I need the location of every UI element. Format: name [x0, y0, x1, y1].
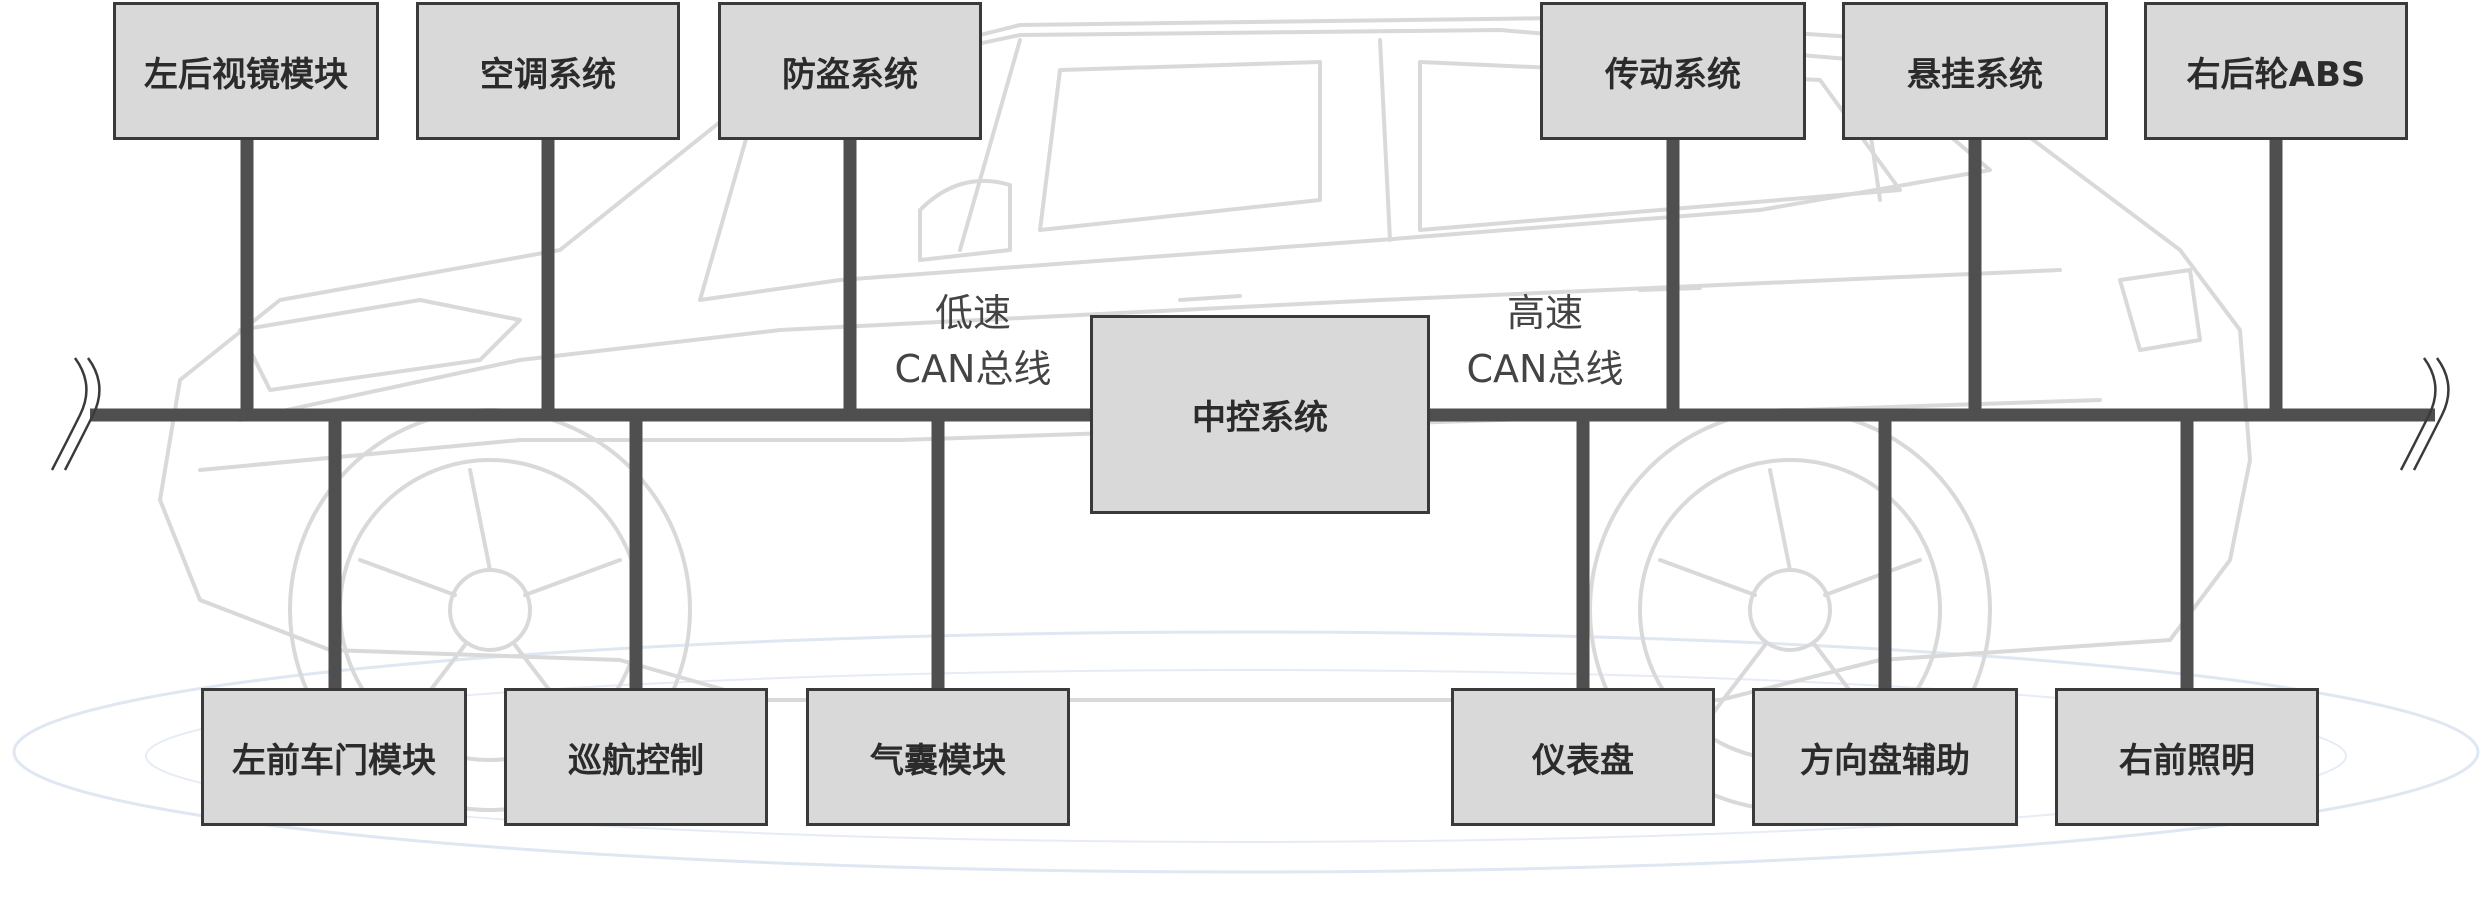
high-speed-label-line1: 高速 — [1506, 291, 1583, 335]
module-suspension: 悬挂系统 — [1842, 2, 2108, 140]
module-air-conditioning: 空调系统 — [416, 2, 680, 140]
low-speed-can-bus-label: 低速 CAN总线 — [868, 285, 1078, 397]
module-cruise-control: 巡航控制 — [504, 688, 768, 826]
module-steering-assist: 方向盘辅助 — [1752, 688, 2018, 826]
module-left-front-door: 左前车门模块 — [201, 688, 467, 826]
module-right-rear-abs: 右后轮ABS — [2144, 2, 2408, 140]
module-transmission: 传动系统 — [1540, 2, 1806, 140]
module-left-rear-mirror: 左后视镜模块 — [113, 2, 379, 140]
low-speed-label-line1: 低速 — [934, 291, 1011, 335]
bus-break-mark-left — [50, 357, 101, 471]
bus-break-mark-right — [2399, 357, 2450, 471]
module-central-control: 中控系统 — [1090, 315, 1430, 514]
module-airbag: 气囊模块 — [806, 688, 1070, 826]
high-speed-label-line2: CAN总线 — [1466, 347, 1624, 391]
module-anti-theft: 防盗系统 — [718, 2, 982, 140]
low-speed-label-line2: CAN总线 — [894, 347, 1052, 391]
high-speed-can-bus-label: 高速 CAN总线 — [1440, 285, 1650, 397]
module-instrument-panel: 仪表盘 — [1451, 688, 1715, 826]
module-right-front-lighting: 右前照明 — [2055, 688, 2319, 826]
